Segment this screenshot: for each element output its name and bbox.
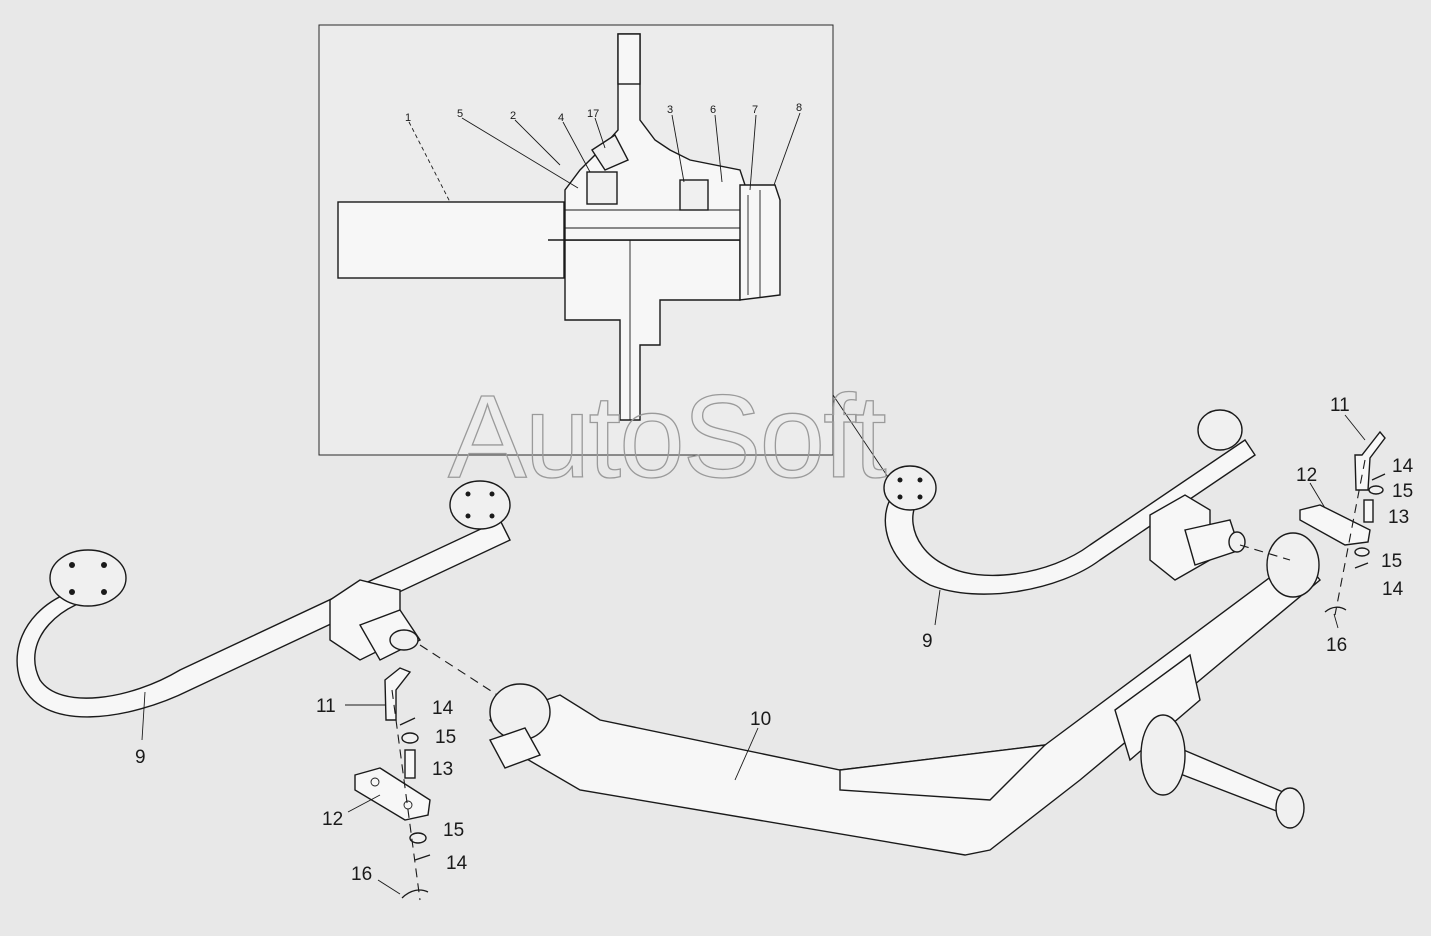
callout-17: 17 bbox=[587, 108, 599, 120]
right-plate-12 bbox=[1299, 504, 1371, 546]
callout-15-right-bottom: 15 bbox=[1381, 551, 1402, 572]
right-flange-b bbox=[1197, 409, 1243, 451]
callout-8: 8 bbox=[796, 102, 802, 114]
callout-5: 5 bbox=[457, 108, 463, 120]
callout-14-right-bottom: 14 bbox=[1382, 579, 1404, 600]
callout-11-left: 11 bbox=[316, 696, 336, 717]
beam-bracket-mid bbox=[1114, 653, 1201, 762]
right-pin-11 bbox=[1354, 430, 1386, 491]
callout-12-left: 12 bbox=[322, 809, 343, 830]
left-pin-11 bbox=[384, 667, 412, 721]
callout-13-right: 13 bbox=[1388, 507, 1409, 528]
beam-flange-right bbox=[1266, 532, 1320, 598]
callout-2: 2 bbox=[510, 110, 516, 122]
left-bush-13 bbox=[404, 749, 416, 779]
left-flange-a bbox=[49, 549, 127, 607]
callout-15-left-bottom: 15 bbox=[443, 820, 464, 841]
callout-9-right: 9 bbox=[922, 631, 933, 652]
callout-1: 1 bbox=[405, 112, 411, 124]
callout-13-left: 13 bbox=[432, 759, 453, 780]
callout-15-left-top: 15 bbox=[435, 727, 456, 748]
watermark: AutoSoft bbox=[448, 371, 886, 503]
left-plate-12 bbox=[354, 767, 431, 821]
callout-7: 7 bbox=[752, 104, 758, 116]
callout-14-left-top: 14 bbox=[432, 698, 454, 719]
callout-11-right: 11 bbox=[1330, 395, 1350, 416]
hub-section-inset: 1 5 2 4 17 3 6 7 8 bbox=[318, 24, 891, 481]
callout-16-right: 16 bbox=[1326, 635, 1347, 656]
left-axle-assembly: 9 11 14 15 13 12 15 14 16 bbox=[16, 480, 511, 901]
center-beam-assembly: 10 bbox=[488, 532, 1321, 856]
right-clip-16 bbox=[1324, 606, 1347, 613]
callout-14-right-top: 14 bbox=[1392, 456, 1414, 477]
beam-plate bbox=[839, 744, 1047, 801]
inner-bearing bbox=[586, 171, 618, 205]
callout-4: 4 bbox=[558, 112, 564, 124]
seal bbox=[591, 133, 629, 171]
callout-15-right-top: 15 bbox=[1392, 481, 1413, 502]
beam-bracket-left bbox=[488, 727, 542, 769]
outer-bearing bbox=[679, 179, 709, 211]
left-axle-tube bbox=[16, 519, 511, 718]
axle-stub bbox=[337, 201, 565, 279]
beam-flange-mid bbox=[1140, 714, 1186, 796]
callout-16-left: 16 bbox=[351, 864, 372, 885]
stud bbox=[617, 33, 641, 85]
right-bush-13 bbox=[1363, 499, 1374, 523]
callout-12-right: 12 bbox=[1296, 465, 1317, 486]
callout-3: 3 bbox=[667, 104, 673, 116]
callout-10: 10 bbox=[750, 709, 771, 730]
left-clip-16 bbox=[401, 889, 429, 899]
center-beam bbox=[488, 554, 1321, 856]
left-flange-b bbox=[449, 480, 511, 530]
callout-14-left-bottom: 14 bbox=[446, 853, 468, 874]
callout-6: 6 bbox=[710, 104, 716, 116]
callout-9-left: 9 bbox=[135, 747, 146, 768]
right-flange-a bbox=[883, 465, 937, 511]
right-axle-assembly: 9 11 14 15 12 13 15 14 16 bbox=[883, 395, 1414, 656]
